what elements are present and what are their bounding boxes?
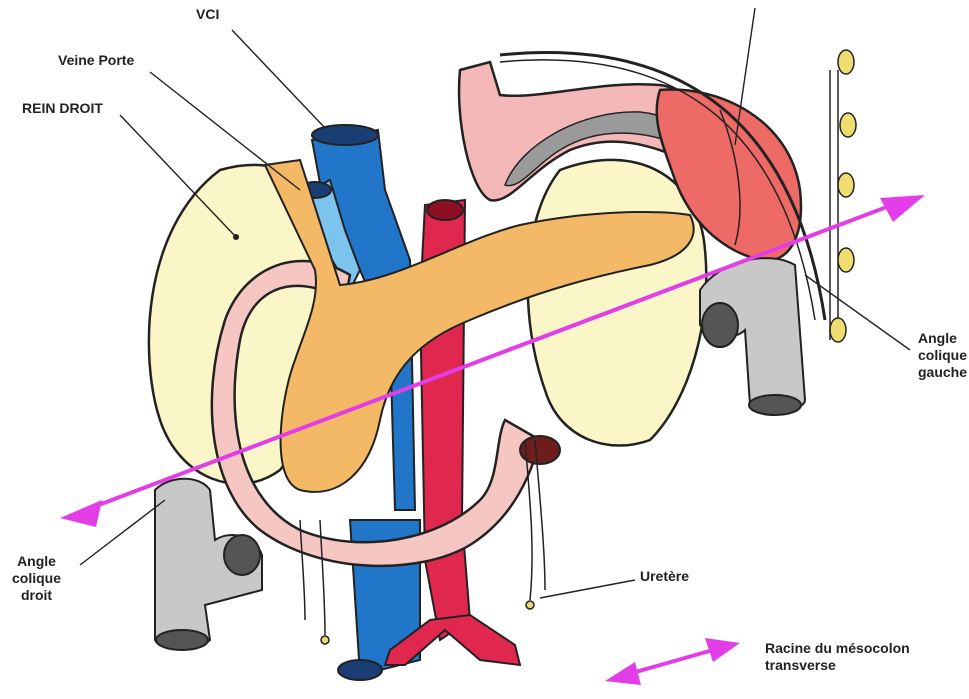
label-angle-gauche-line-2: colique	[918, 347, 967, 364]
lymph-node-chain	[830, 50, 856, 342]
label-angle-gauche-line-1: Angle	[918, 330, 967, 347]
label-racine-line-1: Racine du mésocolon	[765, 640, 910, 657]
legend-arrow-head-left	[605, 662, 641, 685]
label-angle-colique-gauche: Angle colique gauche	[918, 330, 967, 381]
label-veine-porte: Veine Porte	[58, 52, 134, 69]
left-colic-opening-2	[749, 395, 801, 415]
label-uretere: Uretère	[640, 568, 689, 585]
right-colic-opening	[224, 535, 260, 575]
lymph-node-5	[830, 318, 846, 342]
aorta-opening	[427, 200, 463, 220]
label-racine-line-2: transverse	[765, 657, 910, 674]
lymph-node-1	[838, 50, 854, 74]
lymph-node-3	[838, 173, 854, 197]
label-racine-mesocolon: Racine du mésocolon transverse	[765, 640, 910, 674]
iliac-vein-opening	[338, 660, 382, 680]
lymph-node-2	[840, 113, 856, 137]
label-angle-droit-line-1: Angle	[12, 553, 61, 570]
leader-vci	[232, 30, 325, 128]
label-angle-gauche-line-3: gauche	[918, 364, 967, 381]
left-colic-opening	[702, 303, 738, 347]
arrow-head-left	[60, 500, 102, 527]
legend-arrow-head-right	[705, 638, 740, 662]
label-angle-droit-line-3: droit	[12, 587, 61, 604]
vena-cava-opening	[312, 125, 378, 145]
label-angle-colique-droit: Angle colique droit	[12, 553, 61, 604]
label-rein-droit: REIN DROIT	[22, 100, 103, 117]
leader-angle-gauche	[805, 275, 910, 350]
left-kidney	[528, 160, 706, 446]
lymph-node-4	[838, 248, 854, 272]
arrow-head-right	[880, 195, 925, 222]
leader-uretere	[540, 580, 635, 598]
label-angle-droit-line-2: colique	[12, 570, 61, 587]
right-colic-opening-2	[156, 630, 208, 650]
legend-arrow	[605, 638, 740, 685]
label-vci: VCI	[196, 6, 219, 23]
